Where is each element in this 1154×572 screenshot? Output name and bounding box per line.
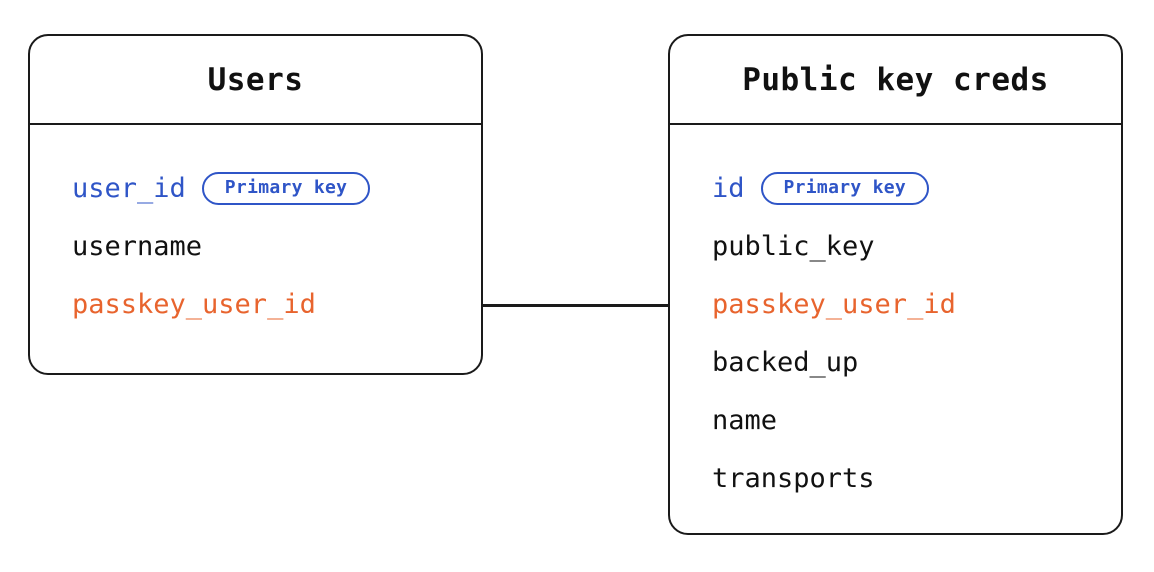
attribute-row[interactable]: public_key bbox=[670, 217, 1121, 275]
entity-title: Public key creds bbox=[742, 61, 1049, 98]
attribute-name-backed-up: backed_up bbox=[712, 346, 859, 378]
entity-header: Public key creds bbox=[670, 36, 1121, 125]
attribute-name-name: name bbox=[712, 404, 778, 436]
attribute-name-username: username bbox=[72, 230, 203, 262]
primary-key-badge: Primary key bbox=[760, 171, 930, 205]
attribute-name-passkey-user-id: passkey_user_id bbox=[712, 288, 956, 320]
entity-title: Users bbox=[207, 61, 304, 98]
attribute-name-passkey-user-id: passkey_user_id bbox=[72, 288, 316, 320]
primary-key-badge-label: Primary key bbox=[783, 177, 907, 198]
attribute-name-user-id: user_id bbox=[72, 172, 186, 204]
attribute-name-public-key: public_key bbox=[712, 230, 875, 262]
entity-header: Users bbox=[30, 36, 481, 125]
attribute-row[interactable]: username bbox=[30, 217, 481, 275]
attribute-row[interactable]: transports bbox=[670, 449, 1121, 507]
entity-table-users[interactable]: Users user_id Primary key username passkey_u… bbox=[28, 34, 483, 375]
attribute-name-transports: transports bbox=[712, 462, 875, 494]
attribute-row[interactable]: backed_up bbox=[670, 333, 1121, 391]
entity-attribute-list: user_id Primary key username passkey_user_i… bbox=[30, 125, 481, 333]
attribute-name-id: id bbox=[712, 172, 745, 204]
primary-key-badge: Primary key bbox=[201, 171, 371, 205]
attribute-row[interactable]: id Primary key bbox=[670, 159, 1121, 217]
primary-key-badge-label: Primary key bbox=[224, 177, 348, 198]
attribute-row[interactable]: user_id Primary key bbox=[30, 159, 481, 217]
relationship-connector bbox=[481, 304, 670, 307]
attribute-row[interactable]: passkey_user_id bbox=[30, 275, 481, 333]
attribute-row[interactable]: passkey_user_id bbox=[670, 275, 1121, 333]
attribute-row[interactable]: name bbox=[670, 391, 1121, 449]
